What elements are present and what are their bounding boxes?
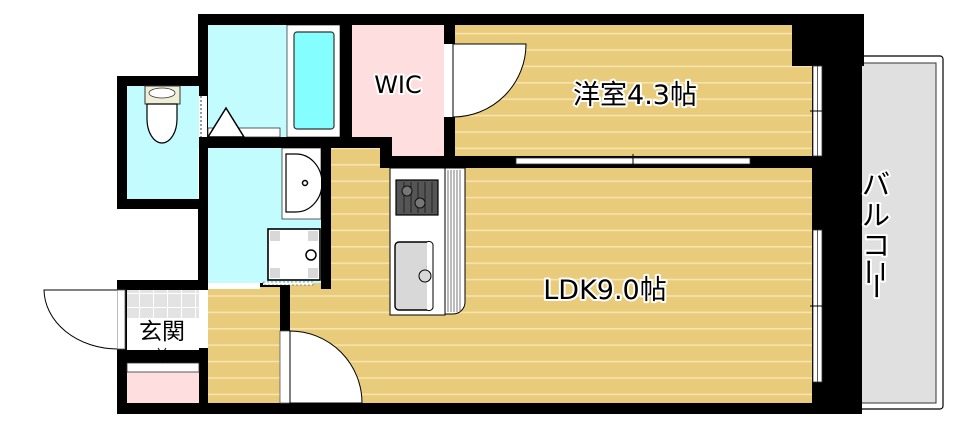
wic: [352, 25, 444, 157]
ldk-door[interactable]: [279, 330, 363, 404]
western-room-door[interactable]: [444, 43, 527, 118]
svg-text:コ: コ: [862, 229, 890, 262]
washing-machine-pan: [267, 228, 321, 281]
svg-text:ー: ー: [859, 272, 892, 300]
balcony-label: バ ル コ ニ ー: [857, 166, 894, 302]
entry-door-swing: [43, 289, 118, 350]
svg-text:ル: ル: [862, 199, 890, 232]
entrance: [116, 289, 208, 403]
svg-text:バ: バ: [862, 168, 890, 201]
bathroom: [206, 24, 341, 138]
western-room-label: 洋室4.3帖: [573, 80, 697, 111]
kitchen-sink-icon: [394, 240, 434, 312]
entrance-label: 玄関: [139, 319, 185, 345]
svg-text:ニ: ニ: [859, 258, 892, 286]
pillar: [792, 14, 864, 66]
door-triangle-icon: [206, 106, 246, 138]
toilet-icon: [144, 85, 181, 144]
washroom: [208, 147, 323, 289]
gas-stove-icon: [395, 179, 439, 216]
ldk-floor: [208, 148, 812, 403]
toilet-room: [127, 85, 208, 199]
balcony-window-upper: [810, 65, 825, 157]
ldk-label: LDK9.0帖: [543, 275, 666, 306]
kitchen-counter: [389, 167, 466, 316]
wic-label: WIC: [374, 71, 422, 99]
balcony-window-lower: [810, 229, 825, 383]
sliding-door: [515, 154, 751, 168]
